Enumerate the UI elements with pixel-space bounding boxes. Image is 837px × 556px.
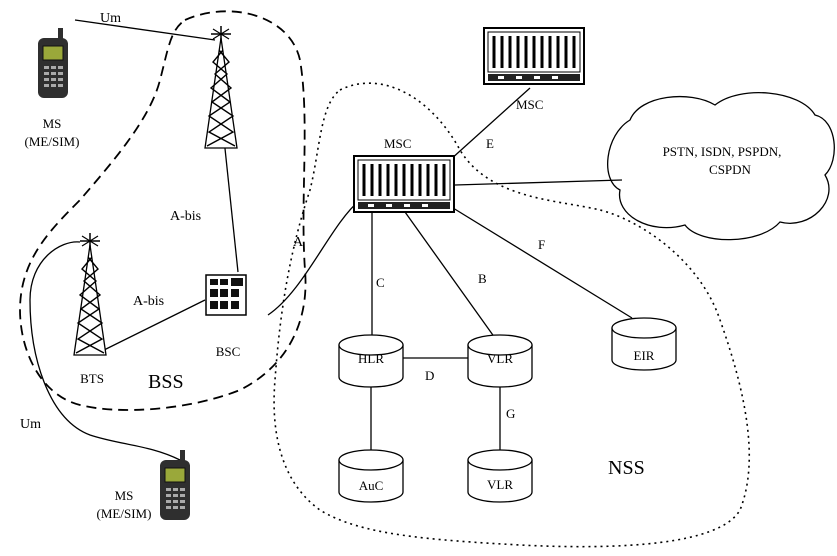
nss-boundary xyxy=(273,82,751,548)
eir-label: EIR xyxy=(634,348,655,363)
vlr-label-upper: VLR xyxy=(487,351,513,366)
bss-boundary xyxy=(19,10,307,411)
bsc-label: BSC xyxy=(216,344,241,359)
database-cylinder-icon xyxy=(338,449,404,503)
cell-tower-icon xyxy=(73,232,107,356)
switch-rack-icon xyxy=(352,154,456,214)
cloud-icon xyxy=(607,92,835,241)
abis-label-upper: A-bis xyxy=(170,209,201,224)
um-label-top: Um xyxy=(100,11,121,26)
bsc-node xyxy=(205,274,247,316)
hlr-label: HLR xyxy=(358,351,384,366)
interface-a-label: A xyxy=(293,235,304,250)
msc-main-label: MSC xyxy=(384,136,411,151)
mobile-phone-icon xyxy=(37,27,69,99)
interface-b-label: B xyxy=(478,271,487,286)
nss-label: NSS xyxy=(608,457,645,479)
interface-e-label: E xyxy=(486,136,494,151)
connection-lines xyxy=(29,19,633,461)
cell-tower-icon xyxy=(204,25,238,149)
mobile-phone-icon xyxy=(159,449,191,521)
interface-f-label: F xyxy=(538,237,545,252)
interface-d-label: D xyxy=(425,368,434,383)
abis-label-lower: A-bis xyxy=(133,294,164,309)
vlr-label-lower: VLR xyxy=(487,477,513,492)
ms-sub-label-bottom: (ME/SIM) xyxy=(97,506,152,521)
ms-label-top: MS xyxy=(43,116,62,131)
interface-g-label: G xyxy=(506,406,515,421)
msc-top-label: MSC xyxy=(516,97,543,112)
ms-label-bottom: MS xyxy=(115,488,134,503)
cloud-label-line1: PSTN, ISDN, PSPDN, xyxy=(663,144,782,159)
interface-c-label: C xyxy=(376,275,385,290)
um-label-bottom: Um xyxy=(20,417,41,432)
database-cylinder-icon xyxy=(467,449,533,503)
switch-rack-icon xyxy=(482,26,586,86)
auc-label: AuC xyxy=(359,478,384,493)
bts-label: BTS xyxy=(80,371,104,386)
ms-sub-label-top: (ME/SIM) xyxy=(25,134,80,149)
bss-label: BSS xyxy=(148,371,184,393)
cloud-label-line2: CSPDN xyxy=(709,162,752,177)
